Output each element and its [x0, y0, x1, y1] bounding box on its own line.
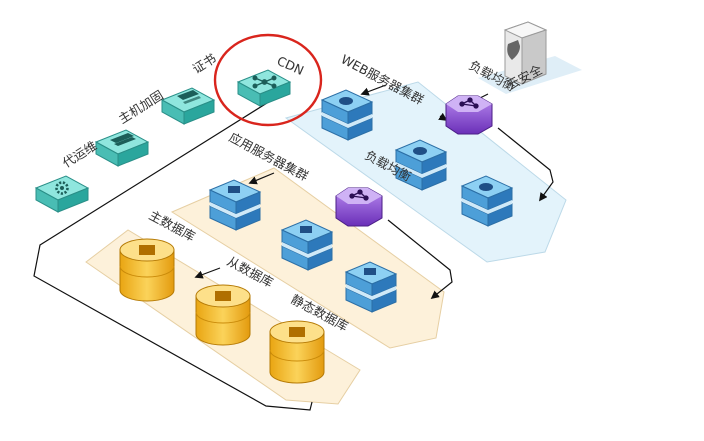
cloud-icon [413, 147, 427, 155]
cdn-highlight-circle [213, 33, 323, 127]
web-server-1 [320, 89, 374, 141]
app-server-3 [344, 261, 398, 313]
cdn-loop-line [33, 97, 313, 411]
web-cluster-exit-line [497, 127, 554, 202]
cloud-icon [479, 183, 493, 191]
app-label-arrow [248, 172, 275, 185]
window-icon [228, 186, 240, 193]
database-grid-icon [139, 245, 155, 255]
shield-icon [507, 40, 520, 60]
gear-icon [55, 181, 69, 195]
load-balancer-top [445, 95, 493, 135]
web-label-arrow [360, 84, 387, 96]
main-db-cylinder [119, 238, 175, 302]
cert-block [160, 87, 216, 125]
server-hardening-icon [110, 133, 136, 146]
hub-icon [459, 97, 479, 109]
web-server-2 [394, 139, 448, 191]
cloud-security-device [478, 21, 582, 94]
app-server-1 [208, 179, 262, 231]
window-icon [300, 226, 312, 233]
web-server-3 [460, 175, 514, 227]
certificate-icon [177, 90, 201, 104]
connection-lines [33, 84, 554, 411]
static-db-cylinder [269, 320, 325, 384]
slave-db-cylinder [195, 284, 251, 346]
load-balancer-mid [335, 187, 383, 227]
window-icon [364, 268, 376, 275]
cdn-block [236, 69, 292, 107]
hub-icon [349, 189, 369, 201]
host-hardening-block [94, 129, 150, 167]
cloud-icon [339, 97, 353, 105]
database-grid-icon [215, 291, 231, 301]
label-host-hardening: 主机加固 [116, 87, 166, 126]
app-server-2 [280, 219, 334, 271]
database-grid-icon [289, 327, 305, 337]
slave-label-arrow [194, 267, 221, 279]
ops-block [34, 175, 90, 213]
lb-top-to-web-arrow [438, 112, 448, 121]
label-cdn: CDN [275, 53, 306, 78]
network-node-icon [252, 75, 277, 89]
label-ops: 代运维 [60, 138, 100, 171]
app-cluster-exit-line [387, 219, 453, 300]
